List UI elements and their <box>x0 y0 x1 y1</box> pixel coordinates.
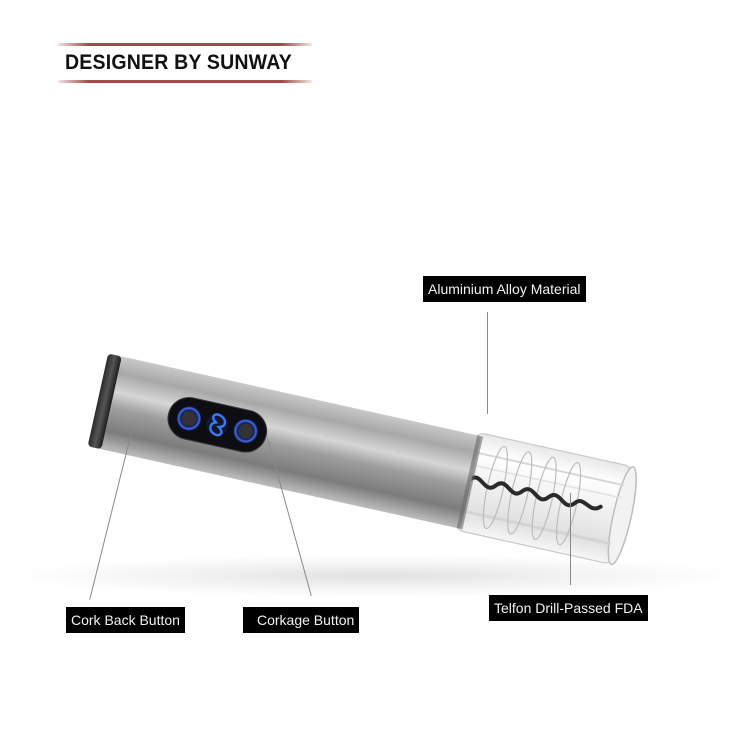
callout-corkage-button: Corkage Button <box>243 607 360 633</box>
glass-tube <box>456 433 637 566</box>
leader-line-teflon <box>570 493 572 585</box>
brand-header: DESIGNER BY SUNWAY <box>58 43 312 83</box>
button-panel <box>167 397 268 453</box>
leader-line-aluminium <box>487 312 489 414</box>
brand-title: DESIGNER BY SUNWAY <box>65 51 292 74</box>
brand-rule-top <box>58 43 312 46</box>
callout-cork-back-button: Cork Back Button <box>66 607 185 633</box>
brand-rule-bottom <box>58 80 312 83</box>
callout-teflon-drill: Telfon Drill-Passed FDA <box>489 595 648 621</box>
callout-aluminium-alloy: Aluminium Alloy Material <box>423 276 586 302</box>
